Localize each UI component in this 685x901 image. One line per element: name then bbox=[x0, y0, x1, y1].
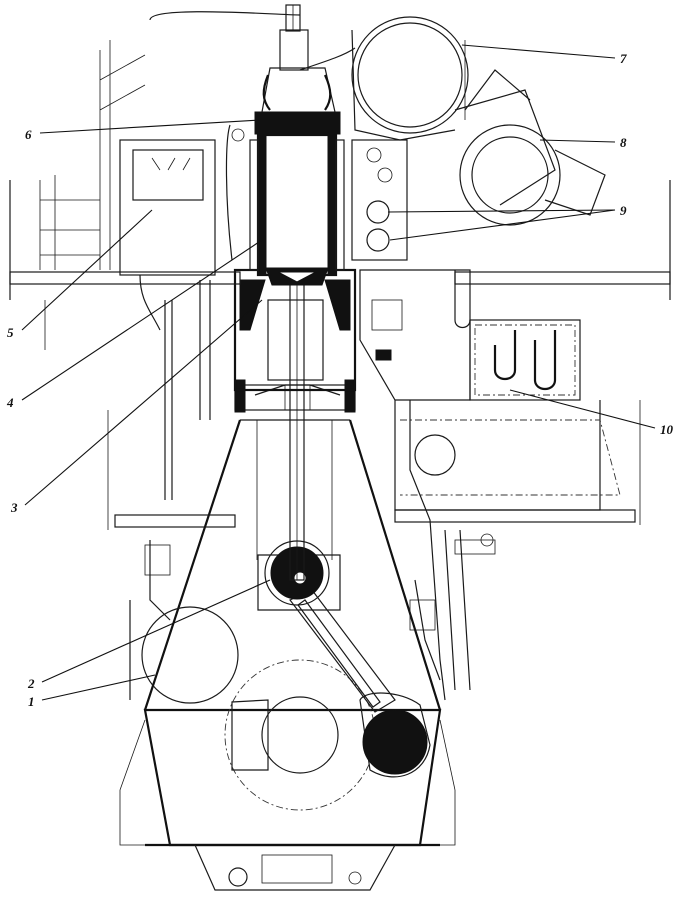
callout-labels: 1 2 3 4 5 6 7 8 9 10 bbox=[6, 51, 674, 709]
leader-9b bbox=[389, 209, 616, 241]
bedplate bbox=[119, 708, 456, 891]
scavenge-valves bbox=[351, 139, 408, 261]
leader-7 bbox=[461, 44, 616, 59]
leader-10 bbox=[509, 389, 656, 429]
exhaust-receiver bbox=[351, 16, 469, 141]
callout-4: 4 bbox=[6, 395, 14, 410]
callout-8: 8 bbox=[620, 135, 627, 150]
left-piping bbox=[129, 124, 245, 700]
callout-3: 3 bbox=[10, 500, 18, 515]
a-frame bbox=[143, 419, 442, 711]
right-piping bbox=[409, 270, 496, 701]
leader-4 bbox=[21, 239, 263, 401]
scavenge-air-receiver bbox=[359, 269, 621, 511]
callout-10: 10 bbox=[660, 422, 674, 437]
control-box bbox=[119, 139, 216, 331]
leader-8 bbox=[539, 139, 616, 143]
crankshaft bbox=[141, 606, 431, 811]
gallery-platforms bbox=[9, 11, 671, 530]
leader-1 bbox=[41, 674, 156, 701]
crosshead bbox=[257, 540, 341, 611]
callout-5: 5 bbox=[7, 325, 14, 340]
callout-2: 2 bbox=[27, 676, 35, 691]
piston bbox=[265, 267, 329, 286]
cylinder-liner bbox=[249, 133, 345, 277]
turbocharger bbox=[454, 69, 606, 226]
leader-5 bbox=[21, 209, 153, 331]
callout-leaders bbox=[21, 44, 656, 701]
callout-9: 9 bbox=[620, 203, 627, 218]
piston-rod bbox=[289, 269, 305, 581]
cylinder-cover bbox=[254, 4, 356, 135]
leader-6 bbox=[39, 119, 261, 134]
stuffing-box bbox=[234, 379, 356, 413]
callout-1: 1 bbox=[28, 694, 35, 709]
air-cooler bbox=[469, 319, 581, 401]
leader-9a bbox=[387, 209, 616, 213]
leader-2 bbox=[41, 579, 271, 683]
leader-3 bbox=[24, 299, 263, 506]
callout-6: 6 bbox=[25, 127, 32, 142]
cylinder-frame bbox=[233, 268, 357, 392]
connecting-rod bbox=[289, 589, 396, 713]
callout-7: 7 bbox=[620, 51, 627, 66]
